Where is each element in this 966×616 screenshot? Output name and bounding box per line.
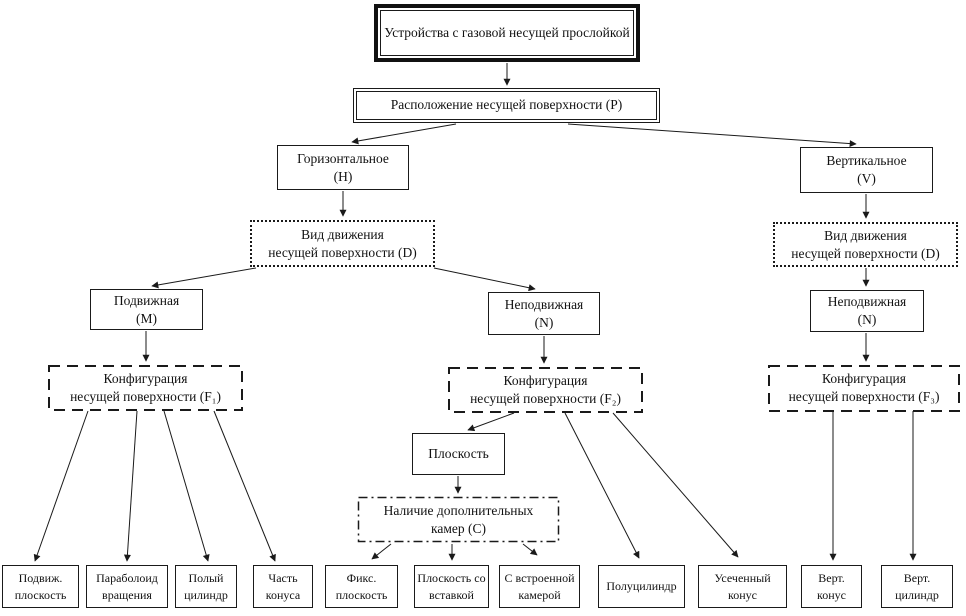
node-label: Вид движения <box>824 227 907 243</box>
leaf-label: Полуцилиндр <box>606 579 677 594</box>
leaf-label: Верт. конус <box>817 571 846 602</box>
node-label: Вертикальное <box>826 153 907 169</box>
leaf-label: С встроенной камерой <box>504 571 575 602</box>
leaf-cone-part: Часть конуса <box>253 565 313 608</box>
node-label: Конфигурация <box>503 372 588 388</box>
leaf-label: Усеченный конус <box>714 571 771 602</box>
node-code: (H) <box>333 168 353 184</box>
leaf-vertical-cylinder: Верт. цилиндр <box>881 565 953 608</box>
node-fixed-n-right: Неподвижная (N) <box>810 290 924 332</box>
node-code: (N) <box>857 312 877 327</box>
node-label: Расположение несущей поверхности (P) <box>390 97 623 113</box>
node-movable-m: Подвижная (M) <box>90 289 203 330</box>
node-label: Подвижная <box>113 292 180 308</box>
node-label: камер (C) <box>430 520 486 536</box>
node-chambers-c: Наличие дополнительных камер (C) <box>358 497 559 542</box>
leaf-label: Часть конуса <box>265 571 301 602</box>
leaf-truncated-cone: Усеченный конус <box>698 565 787 608</box>
node-label: несущей поверхности (F₁) <box>70 388 221 404</box>
node-label: Плоскость <box>428 446 489 462</box>
node-label: Вид движения <box>301 226 384 242</box>
leaf-paraboloid: Параболоид вращения <box>86 565 168 608</box>
node-horizontal-h: Горизонтальное (H) <box>277 145 409 190</box>
node-fixed-n-center: Неподвижная (N) <box>488 292 600 335</box>
leaf-plane-with-insert: Плоскость со вставкой <box>414 565 489 608</box>
node-label: Горизонтальное <box>297 150 389 166</box>
node-root-devices: Устройства с газовой несущей прослойкой <box>374 4 640 62</box>
node-label: Устройства с газовой несущей прослойкой <box>384 24 630 40</box>
node-location-p: Расположение несущей поверхности (P) <box>353 88 660 123</box>
leaf-label: Подвиж. плоскость <box>14 571 67 602</box>
leaf-half-cylinder: Полуцилиндр <box>598 565 685 608</box>
node-code: (V) <box>857 171 876 186</box>
node-label: несущей поверхности (F₂) <box>470 390 621 406</box>
leaf-label: Фикс. плоскость <box>335 571 388 602</box>
node-label: Конфигурация <box>822 371 906 387</box>
leaf-vertical-cone: Верт. конус <box>801 565 862 608</box>
node-label: несущей поверхности (D) <box>791 245 940 261</box>
leaf-movable-plane: Подвиж. плоскость <box>2 565 79 608</box>
node-code: (N) <box>534 314 554 330</box>
node-label: Наличие дополнительных <box>383 502 534 518</box>
leaf-hollow-cylinder: Полый цилиндр <box>175 565 237 608</box>
node-code: (M) <box>136 310 157 326</box>
node-label: несущей поверхности (D) <box>268 244 417 260</box>
node-configuration-f3: Конфигурация несущей поверхности (F₃) <box>768 365 960 411</box>
leaf-fixed-plane: Фикс. плоскость <box>325 565 398 608</box>
node-motion-type-d-left: Вид движения несущей поверхности (D) <box>250 220 435 267</box>
node-label: Неподвижная <box>827 294 907 310</box>
leaf-label: Верт. цилиндр <box>895 571 939 602</box>
leaf-builtin-chamber: С встроенной камерой <box>499 565 580 608</box>
leaf-label: Параболоид вращения <box>96 571 158 602</box>
node-configuration-f2: Конфигурация несущей поверхности (F₂) <box>448 367 643 412</box>
leaf-label: Плоскость со вставкой <box>417 571 486 602</box>
leaf-label: Полый цилиндр <box>184 571 228 602</box>
node-label: несущей поверхности (F₃) <box>788 389 940 404</box>
node-motion-type-d-right: Вид движения несущей поверхности (D) <box>773 222 958 267</box>
node-vertical-v: Вертикальное (V) <box>800 147 933 193</box>
node-plane: Плоскость <box>412 433 505 475</box>
node-label: Неподвижная <box>504 296 584 312</box>
node-configuration-f1: Конфигурация несущей поверхности (F₁) <box>48 365 243 410</box>
node-label: Конфигурация <box>103 370 188 386</box>
